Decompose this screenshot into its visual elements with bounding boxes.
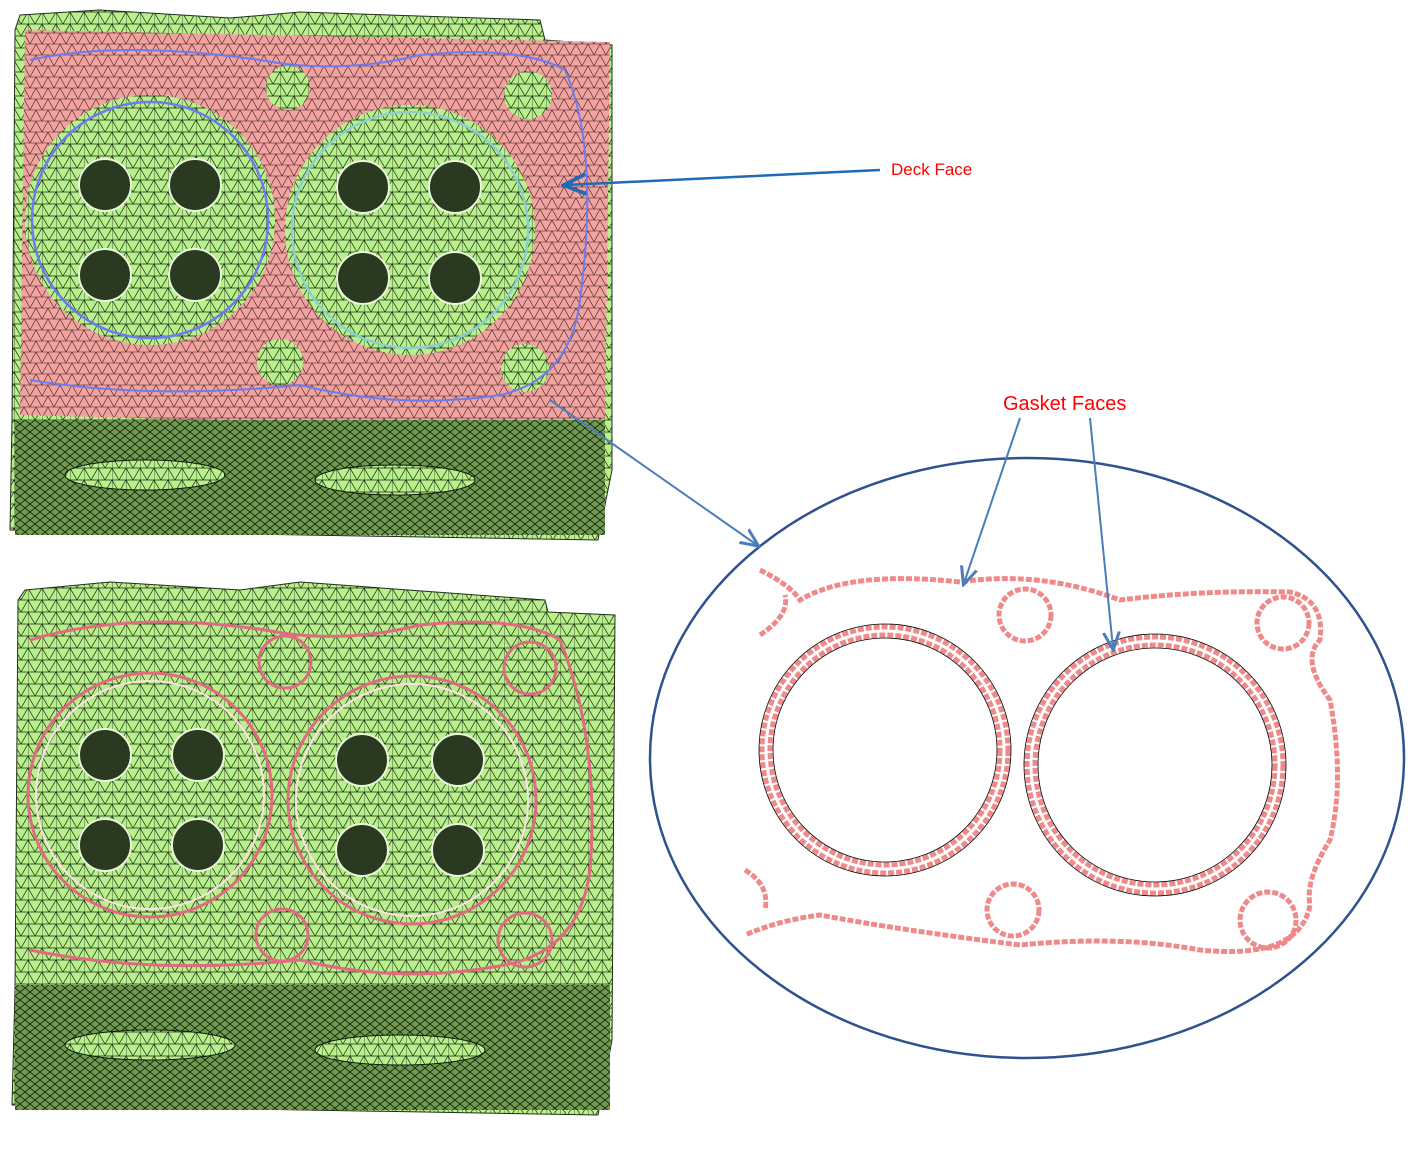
deck-face-region — [20, 30, 610, 430]
cylinder-head-gasket-view — [11, 581, 616, 1116]
cylinder-head-deck-face-view — [9, 9, 613, 541]
gasket-faces-label: Gasket Faces — [1003, 393, 1127, 415]
deck-face-arrow — [566, 168, 881, 185]
gasket-face-arrow-right — [1089, 417, 1113, 648]
gasket-callout-ellipse — [648, 456, 1406, 1060]
valve-ports — [78, 158, 482, 305]
deck-face-label: Deck Face — [891, 160, 973, 179]
valve-ports — [78, 728, 485, 877]
callout-arrow — [549, 399, 757, 545]
gasket-face-arrow-left — [964, 417, 1021, 583]
gasket-faces-outline — [743, 567, 1340, 955]
